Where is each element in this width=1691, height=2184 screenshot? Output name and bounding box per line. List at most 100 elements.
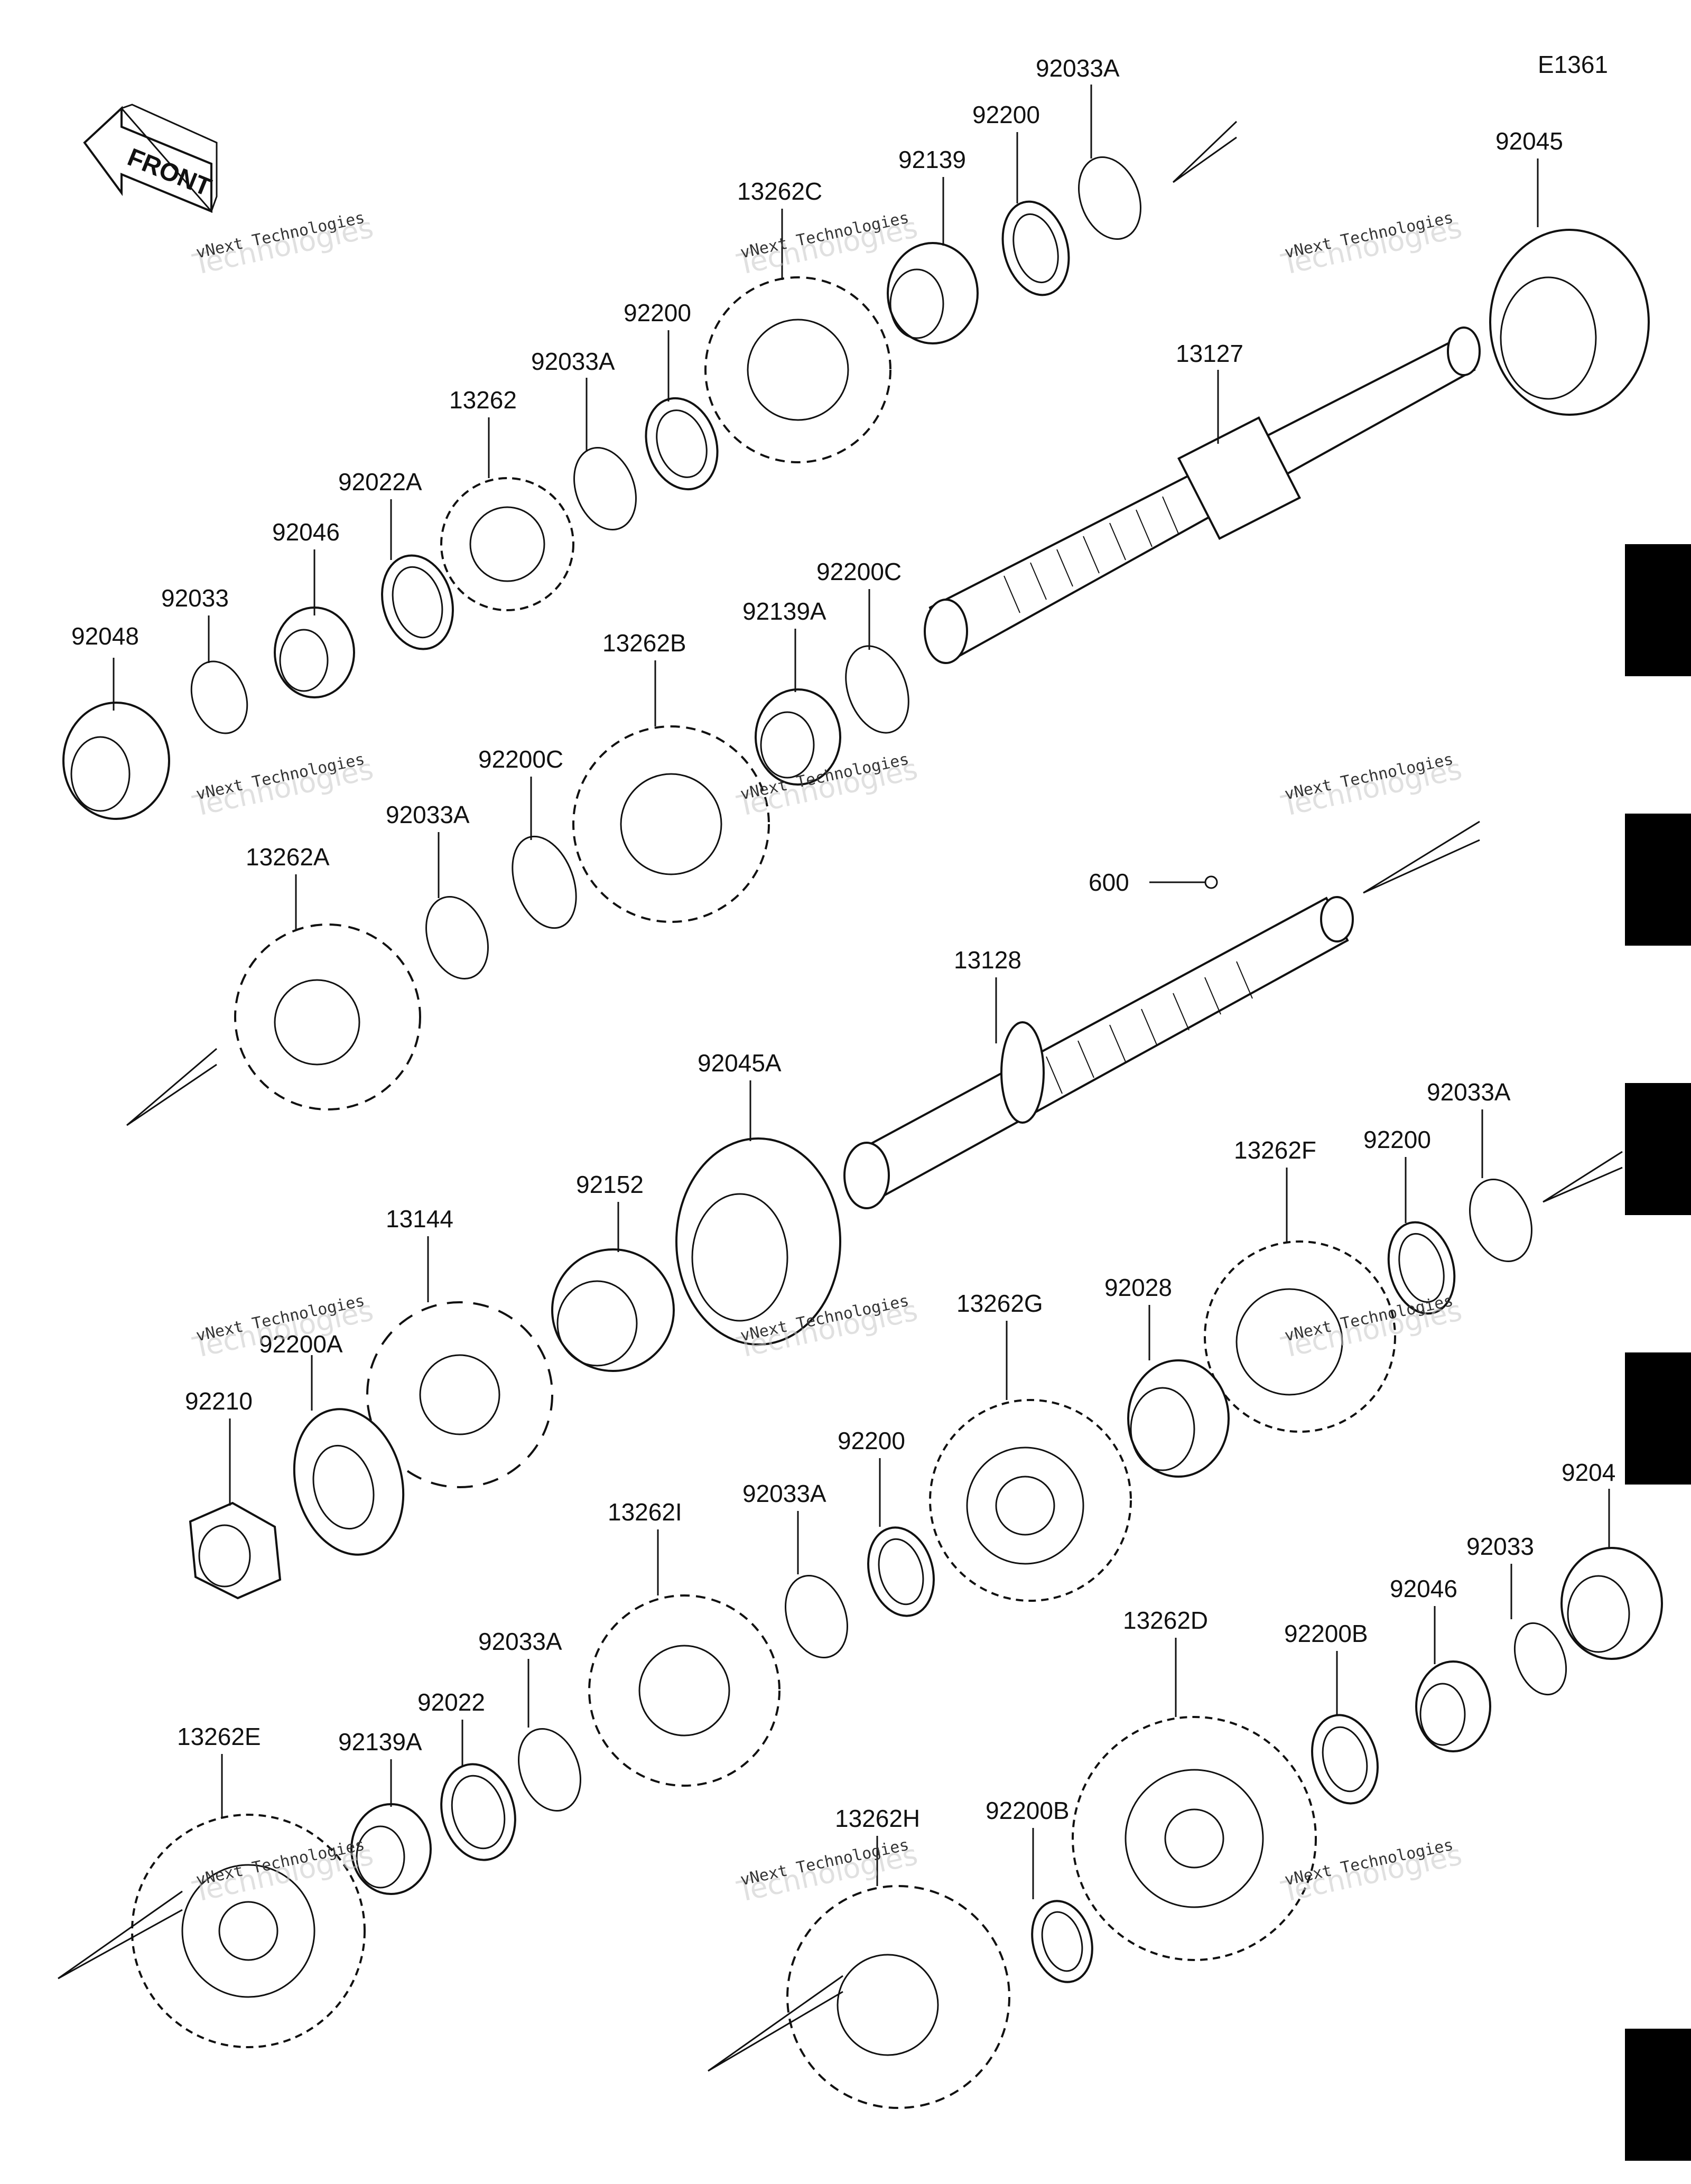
callout-92200C-a: 92200C xyxy=(816,558,902,585)
svg-text:600: 600 xyxy=(1089,869,1129,896)
washer-92022 xyxy=(440,1763,516,1861)
circlip-92033A-d xyxy=(1469,1179,1532,1262)
callout-92045A: 92045A xyxy=(698,1049,782,1077)
washer-92200B-b xyxy=(1031,1900,1093,1983)
callout-92139A-a: 92139A xyxy=(742,598,826,625)
callout-92200B-b: 92200B xyxy=(986,1797,1070,1824)
shaft-13127 xyxy=(924,326,1481,664)
callout-13262E: 13262E xyxy=(177,1723,261,1750)
circlip-92033-b xyxy=(1513,1622,1567,1696)
needle-bearing-92139 xyxy=(887,242,979,344)
callout-92045: 92045 xyxy=(1495,127,1563,155)
ball-bearing-92045 xyxy=(1489,229,1650,416)
callout-13262H: 13262H xyxy=(835,1805,920,1832)
washer-92200C-b xyxy=(512,835,577,929)
washer-92200-a xyxy=(645,397,719,491)
ball-bearing-92045A xyxy=(675,1137,841,1346)
edge-tab-5 xyxy=(1625,2029,1691,2161)
collar-92048 xyxy=(62,702,170,820)
gear-13262F xyxy=(1204,1240,1396,1433)
callout-92200-a: 92200 xyxy=(624,299,691,326)
callouts: 92048 92033 92046 92022A 13262 92033A 92… xyxy=(71,54,1615,1899)
callout-13262F: 13262F xyxy=(1234,1136,1316,1164)
callout-9204x: 9204 xyxy=(1562,1459,1615,1486)
washer-92022A xyxy=(381,554,454,650)
callout-92200A: 92200A xyxy=(259,1330,343,1358)
callout-92200-d: 92200 xyxy=(838,1427,905,1454)
circlip-92033A-b xyxy=(1078,156,1141,240)
gear-13262G xyxy=(929,1399,1132,1602)
callout-92033A-a: 92033A xyxy=(531,348,615,375)
callout-13262A: 13262A xyxy=(246,843,330,871)
collar-9204x xyxy=(1560,1547,1663,1660)
callout-92210: 92210 xyxy=(185,1387,253,1415)
callout-13144: 13144 xyxy=(386,1205,453,1233)
washer-92200C-a xyxy=(845,645,909,734)
collar-92152 xyxy=(551,1248,675,1372)
callout-92022A: 92022A xyxy=(338,468,422,496)
callout-92022: 92022 xyxy=(417,1688,485,1716)
diagram-code: E1361 xyxy=(1538,51,1608,78)
reference-600: 600 xyxy=(1089,869,1218,896)
callout-13262I: 13262I xyxy=(608,1498,682,1526)
gear-13262B xyxy=(572,725,770,923)
callout-92048: 92048 xyxy=(71,622,139,650)
callout-92200B-a: 92200B xyxy=(1284,1620,1368,1647)
gear-13262A xyxy=(234,923,421,1110)
gear-13262D xyxy=(1072,1716,1317,1961)
circlip-92033A-a xyxy=(573,447,637,530)
callout-13262G: 13262G xyxy=(956,1290,1043,1317)
washer-92200-b xyxy=(1001,200,1070,296)
callout-92033A-b: 92033A xyxy=(1036,54,1120,82)
circlip-92033A-e xyxy=(785,1575,848,1658)
collar-92139A-a xyxy=(755,688,841,786)
callout-13128: 13128 xyxy=(954,946,1021,974)
callout-92033: 92033 xyxy=(161,584,229,612)
callout-92033A-f: 92033A xyxy=(478,1628,562,1655)
gear-13262 xyxy=(440,477,574,611)
callout-13262C: 13262C xyxy=(737,178,822,205)
sprocket-13144 xyxy=(366,1301,553,1488)
callout-13262: 13262 xyxy=(449,386,517,414)
axis-lines xyxy=(58,120,1623,2072)
washer-92200B-a xyxy=(1311,1714,1379,1805)
gear-13262I xyxy=(588,1594,781,1787)
needle-bearing-92028 xyxy=(1127,1359,1230,1478)
circlip-92033 xyxy=(190,660,248,734)
edge-tab-4 xyxy=(1625,1352,1691,1485)
callout-92028: 92028 xyxy=(1104,1274,1172,1301)
gear-13262E xyxy=(131,1814,366,2048)
washer-92200A xyxy=(293,1408,405,1556)
callout-92139A-b: 92139A xyxy=(338,1728,422,1756)
callout-92046: 92046 xyxy=(272,518,340,546)
callout-92033-b: 92033 xyxy=(1466,1533,1534,1560)
washer-92200-c xyxy=(1387,1221,1456,1315)
page-edge-tabs xyxy=(1625,544,1691,2161)
callout-13262D: 13262D xyxy=(1123,1607,1208,1634)
edge-tab-2 xyxy=(1625,814,1691,946)
callout-92033A-d: 92033A xyxy=(1427,1078,1511,1106)
needle-bearing-92046 xyxy=(274,606,355,698)
gear-13262H xyxy=(786,1885,1010,2109)
circlip-92033A-c xyxy=(425,896,489,979)
callout-92139: 92139 xyxy=(898,146,966,173)
needle-bearing-92046-b xyxy=(1415,1660,1491,1752)
callout-92046-b: 92046 xyxy=(1390,1575,1457,1602)
callout-92152: 92152 xyxy=(576,1171,644,1198)
gear-13262C xyxy=(704,276,891,463)
callout-92200C-b: 92200C xyxy=(478,745,563,773)
callout-13127: 13127 xyxy=(1176,340,1243,367)
circlip-92033A-f xyxy=(518,1728,581,1812)
front-arrow-icon: FRONT xyxy=(83,104,218,213)
callout-92033A-e: 92033A xyxy=(742,1480,826,1507)
nut-92210 xyxy=(189,1501,282,1600)
callout-92200-c: 92200 xyxy=(1363,1126,1431,1153)
washer-92200-d xyxy=(867,1526,935,1617)
callout-92033A-c: 92033A xyxy=(386,801,470,828)
shaft-13128 xyxy=(843,896,1354,1209)
edge-tab-3 xyxy=(1625,1083,1691,1215)
edge-tab-1 xyxy=(1625,544,1691,676)
callout-92200-b: 92200 xyxy=(972,101,1040,128)
